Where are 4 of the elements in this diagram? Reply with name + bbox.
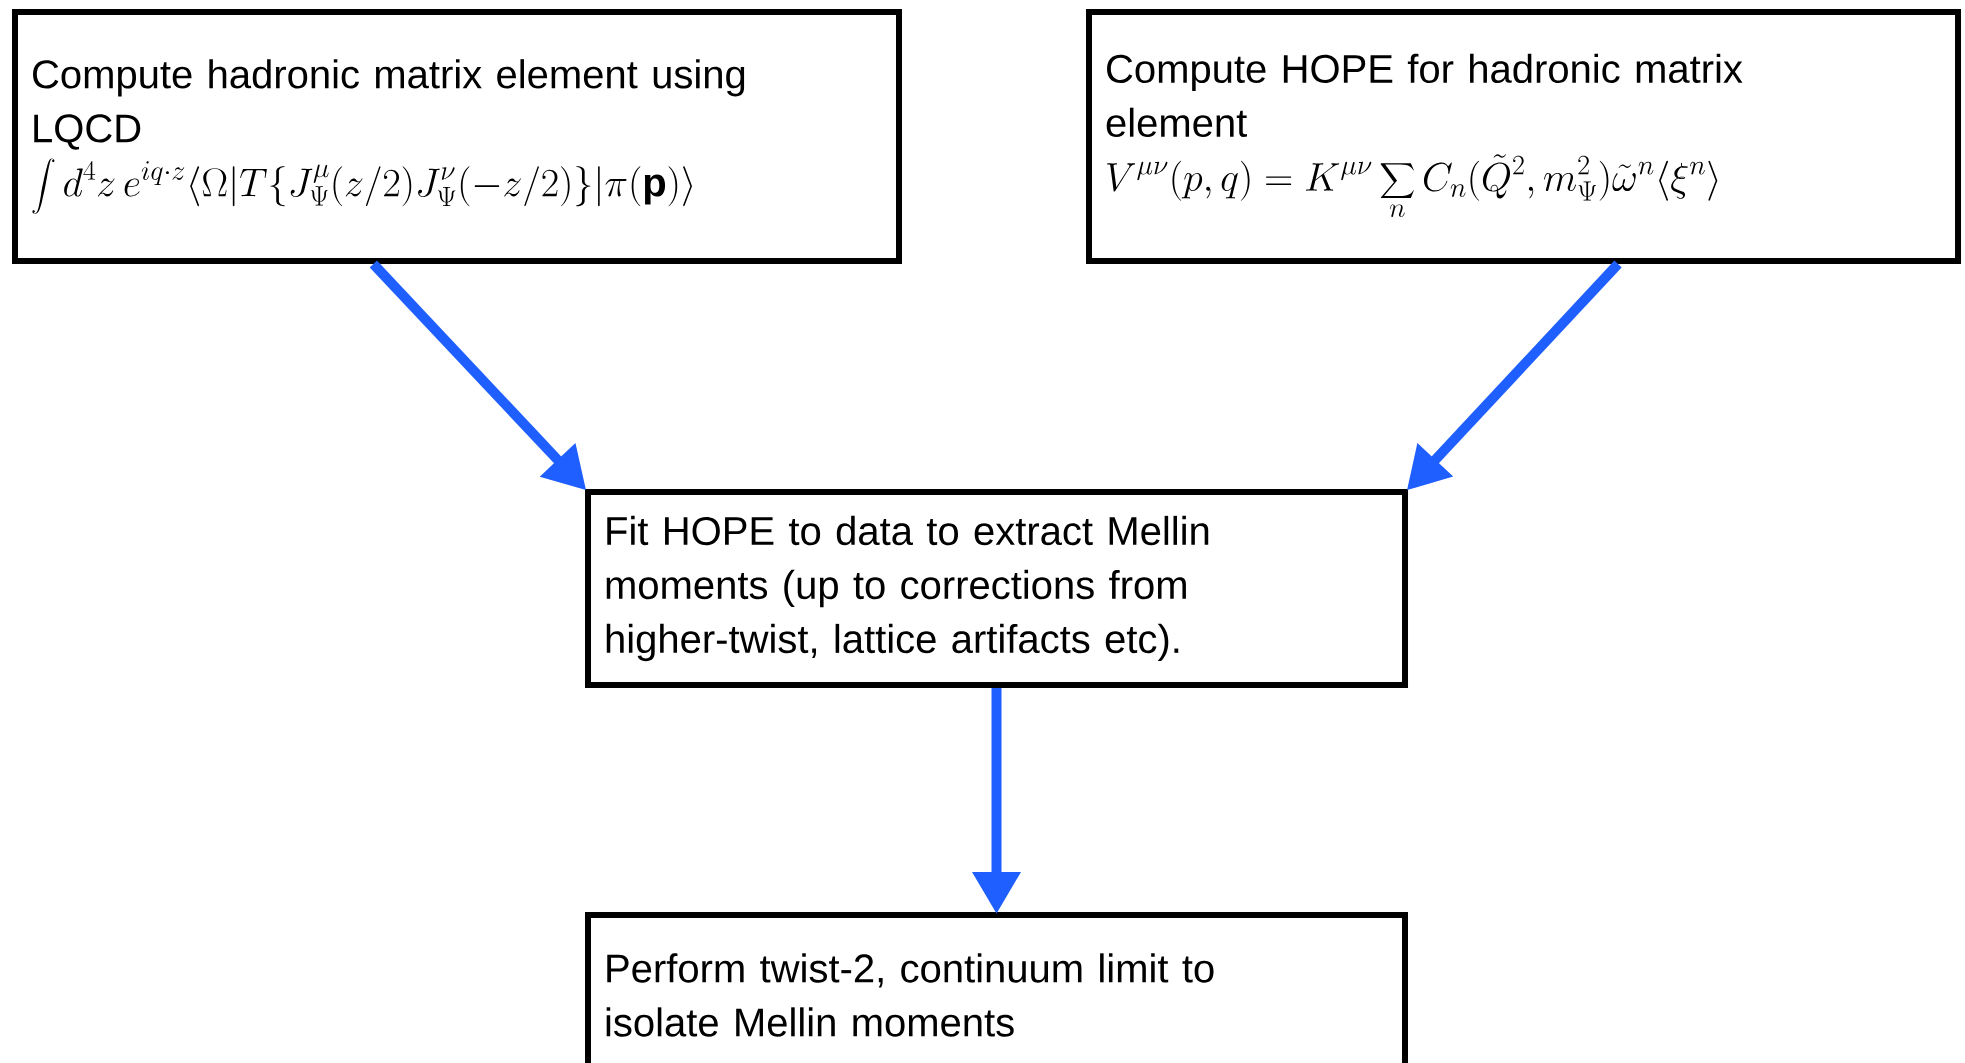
process-box: Fit HOPE to data to extract Mellin moments (up to corrections from higher-twist, lattice artifacts etc). xyxy=(585,489,1408,688)
process-box: Compute hadronic matrix element using LQCD $\int d^4 z\, e^{iq\cdot z}\langle\Omega|T\{J^{\mu}_{\Psi}(z/2)J^{\nu}_{\Psi}(-z/2)\}|\pi(\mathbf{p})\rangle$ xyxy=(12,9,902,264)
process-box: Compute HOPE for hadronic matrix element $V^{\mu\nu}(p,q)=K^{\mu\nu}\sum_n C_n(\tilde{Q}^2,m^2_{\Psi})\tilde{\omega}^n\langle\xi^n\rangle$ xyxy=(1086,9,1961,264)
process-box: Perform twist-2, continuum limit to isolate Mellin moments xyxy=(585,912,1408,1063)
